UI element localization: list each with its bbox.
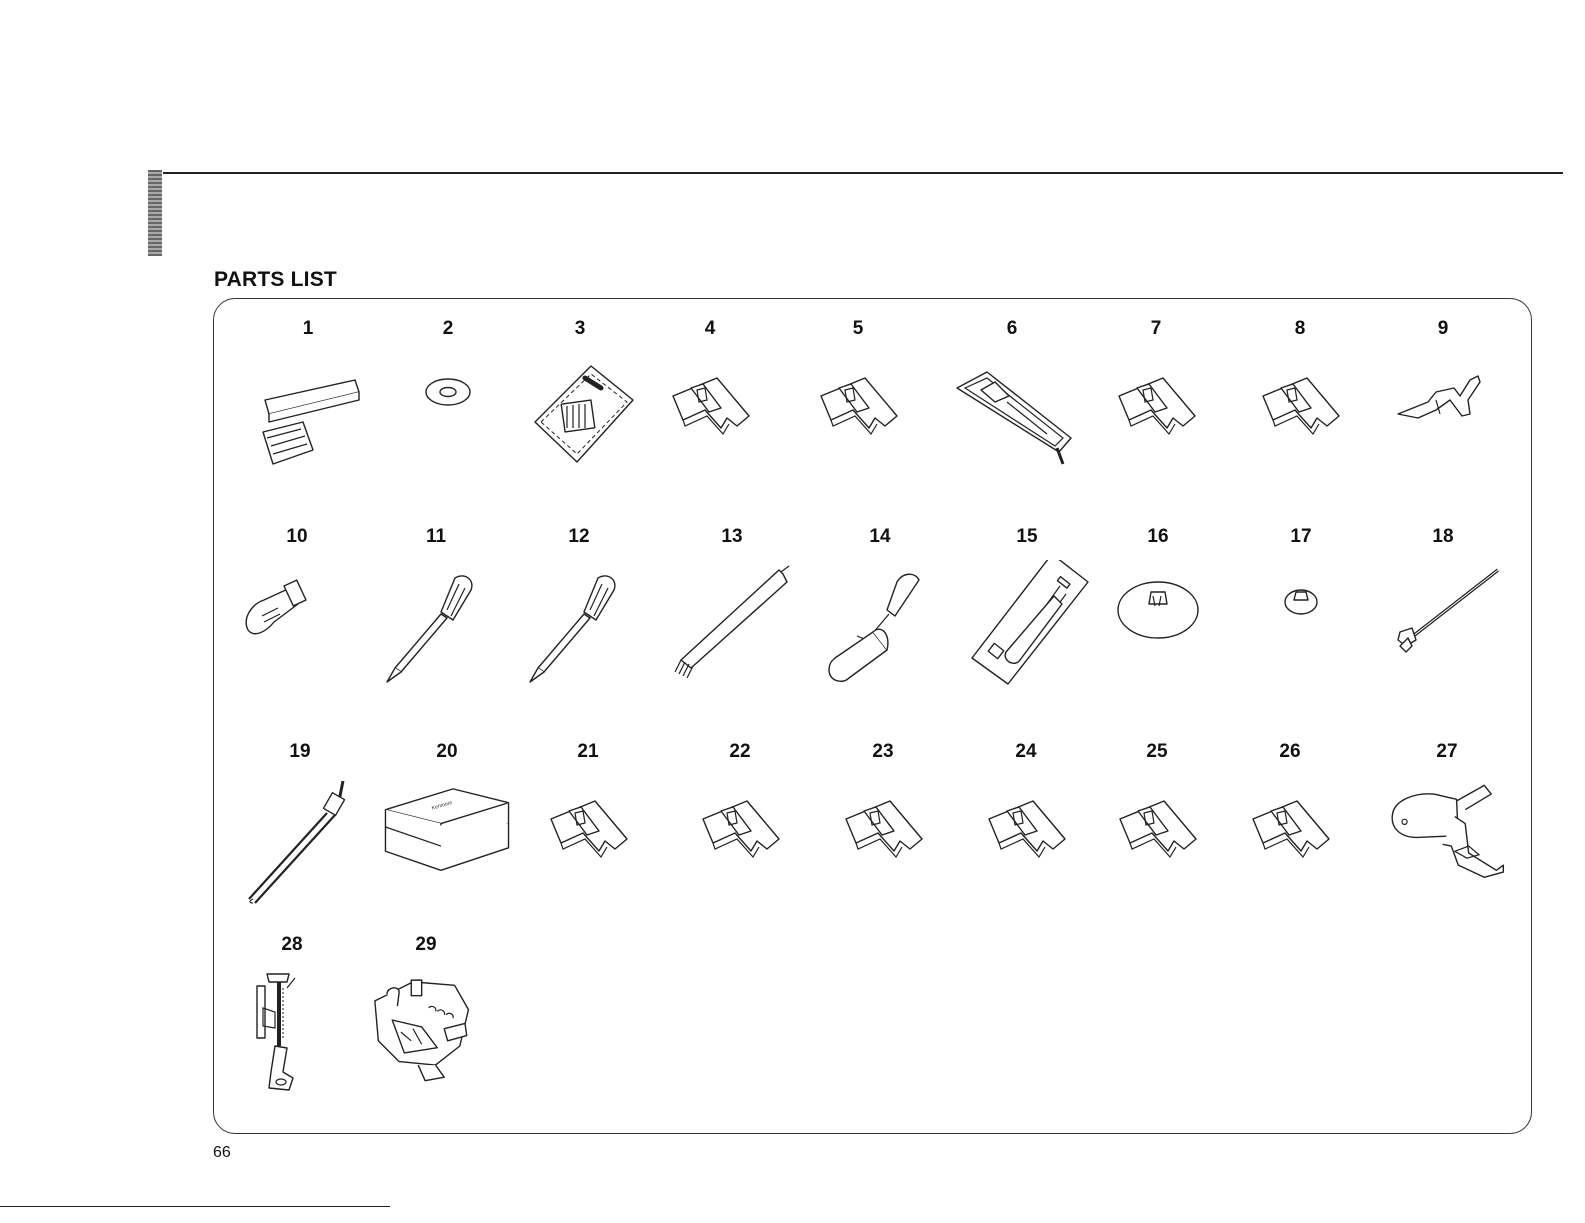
bottom-rule — [0, 1206, 390, 1207]
presser-foot-icon — [818, 775, 948, 905]
part-number: 8 — [1235, 318, 1365, 340]
twin-needle-icon — [235, 775, 365, 905]
walking-foot-icon — [1382, 775, 1512, 905]
screwdriver-icon — [514, 560, 644, 690]
light-bulb-icon — [232, 560, 362, 690]
page-number: 66 — [213, 1144, 231, 1162]
part-number: 9 — [1378, 318, 1508, 340]
presser-foot-icon — [523, 775, 653, 905]
part-item: 16 — [1093, 526, 1223, 696]
part-number: 16 — [1093, 526, 1223, 548]
part-number: 28 — [227, 934, 357, 956]
presser-foot-icon — [961, 775, 1091, 905]
part-number: 1 — [243, 318, 373, 340]
part-number: 7 — [1091, 318, 1221, 340]
part-number: 3 — [515, 318, 645, 340]
accessory-box-icon: Kenmore — [382, 775, 512, 905]
part-item: 15 — [962, 526, 1092, 696]
part-item: 19 — [235, 741, 365, 911]
presser-foot-icon — [1091, 352, 1221, 482]
part-item: 18 — [1378, 526, 1508, 696]
part-item: 4 — [645, 318, 775, 488]
part-item: 21 — [523, 741, 653, 911]
part-number: 23 — [818, 741, 948, 763]
screwdriver-icon — [371, 560, 501, 690]
part-number: 13 — [667, 526, 797, 548]
presser-foot-icon — [645, 352, 775, 482]
part-number: 12 — [514, 526, 644, 548]
part-item: 11 — [371, 526, 501, 696]
part-number: 14 — [815, 526, 945, 548]
presser-foot-icon — [1235, 352, 1365, 482]
part-number: 10 — [232, 526, 362, 548]
part-item: 14 — [815, 526, 945, 696]
part-item: 12 — [514, 526, 644, 696]
part-number: 25 — [1092, 741, 1222, 763]
part-item: 8 — [1235, 318, 1365, 488]
part-item: 2 — [383, 318, 513, 488]
part-number: 15 — [962, 526, 1092, 548]
part-number: 18 — [1378, 526, 1508, 548]
part-item: 9 — [1378, 318, 1508, 488]
part-item: 25 — [1092, 741, 1222, 911]
part-item: 3 — [515, 318, 645, 488]
darning-foot-icon — [227, 968, 357, 1098]
part-number: 2 — [383, 318, 513, 340]
blister-pack-icon — [962, 560, 1092, 690]
part-item: 24 — [961, 741, 1091, 911]
part-number: 22 — [675, 741, 805, 763]
presser-foot-icon — [1225, 775, 1355, 905]
part-number: 4 — [645, 318, 775, 340]
section-title: PARTS LIST — [214, 268, 337, 292]
part-item: 26 — [1225, 741, 1355, 911]
part-item: 28 — [227, 934, 357, 1104]
part-number: 27 — [1382, 741, 1512, 763]
part-item: 23 — [818, 741, 948, 911]
part-number: 29 — [361, 934, 491, 956]
part-number: 6 — [947, 318, 1077, 340]
part-number: 20 — [382, 741, 512, 763]
spool-cap-icon — [1093, 560, 1223, 690]
seam-ripper-icon — [815, 560, 945, 690]
part-item: 5 — [793, 318, 923, 488]
buttonhole-attachment-icon — [361, 968, 491, 1098]
bobbin-pack-icon — [515, 352, 645, 482]
part-item: 17 — [1236, 526, 1366, 696]
part-number: 17 — [1236, 526, 1366, 548]
lint-brush-icon — [667, 560, 797, 690]
buttonhole-foot-icon — [947, 352, 1077, 482]
spool-pin-icon — [1378, 560, 1508, 690]
part-number: 11 — [371, 526, 501, 548]
seam-guide-icon — [1378, 352, 1508, 482]
top-rule — [163, 172, 1563, 174]
part-item: 13 — [667, 526, 797, 696]
part-number: 5 — [793, 318, 923, 340]
part-number: 19 — [235, 741, 365, 763]
part-number: 21 — [523, 741, 653, 763]
part-item: 10 — [232, 526, 362, 696]
presser-foot-icon — [675, 775, 805, 905]
part-item: 1 — [243, 318, 373, 488]
presser-foot-icon — [793, 352, 923, 482]
spool-cap-small-icon — [1236, 560, 1366, 690]
part-item: 6 — [947, 318, 1077, 488]
part-item: 7 — [1091, 318, 1221, 488]
presser-foot-icon — [1092, 775, 1222, 905]
needle-case-icon — [243, 352, 373, 482]
part-number: 26 — [1225, 741, 1355, 763]
spine-mark — [148, 170, 162, 256]
part-number: 24 — [961, 741, 1091, 763]
washer-icon — [383, 352, 513, 482]
part-item: 27 — [1382, 741, 1512, 911]
part-item: 29 — [361, 934, 491, 1104]
part-item: 22 — [675, 741, 805, 911]
